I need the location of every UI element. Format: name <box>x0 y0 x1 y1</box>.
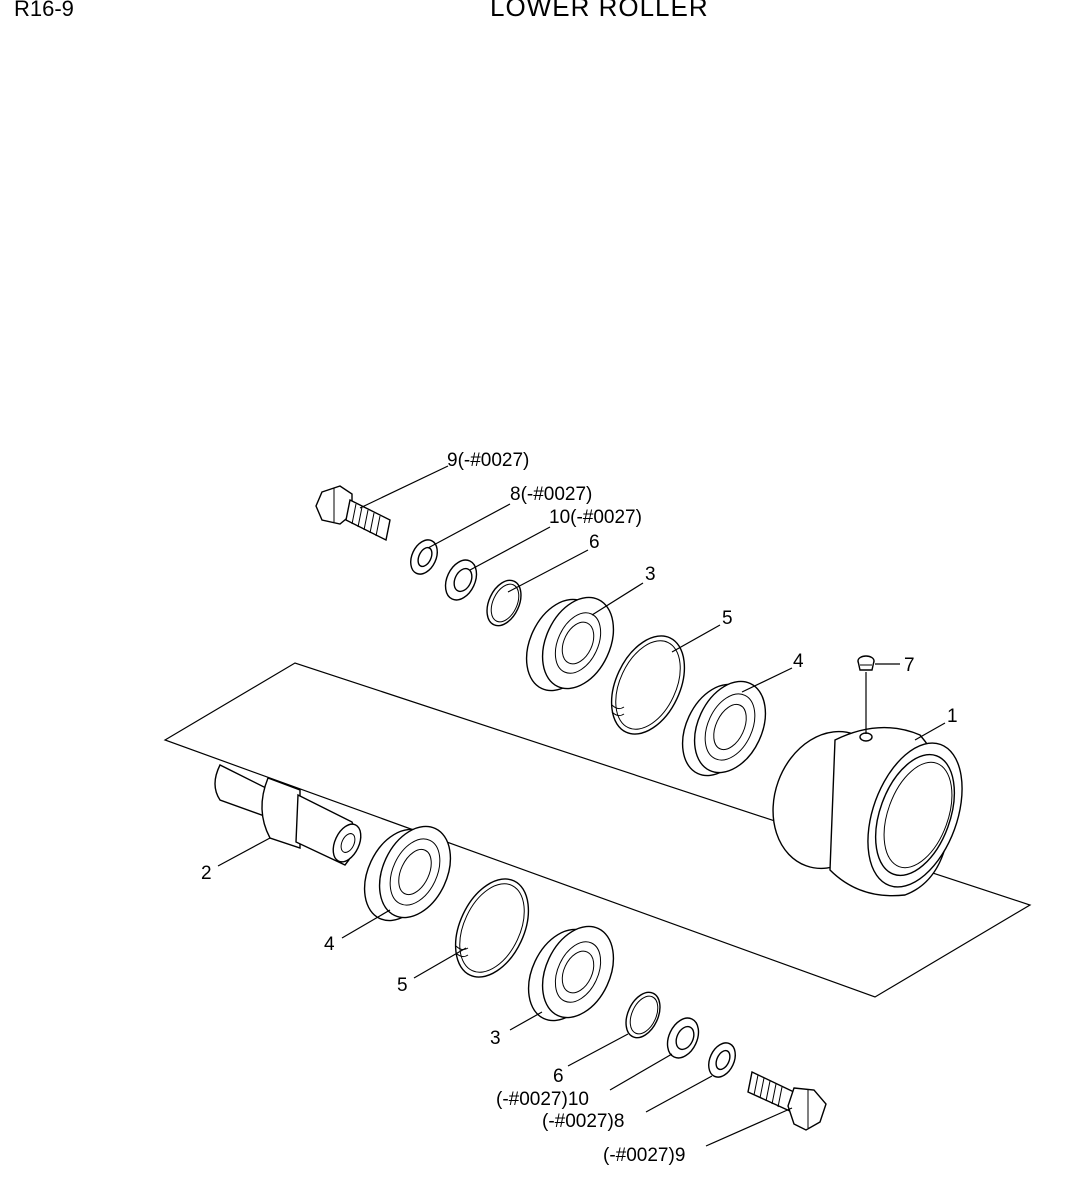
callout-10-bottom: (-#0027)10 <box>496 1089 589 1110</box>
callout-7: 7 <box>904 655 915 676</box>
lock-washer-icon[interactable] <box>704 1039 741 1082</box>
callout-3-top: 3 <box>645 564 656 585</box>
large-snap-ring-icon[interactable] <box>441 867 543 988</box>
callout-1: 1 <box>947 706 958 727</box>
callout-9-bottom: (-#0027)9 <box>603 1145 685 1166</box>
large-snap-ring-icon[interactable] <box>597 624 699 745</box>
snap-ring-icon[interactable] <box>480 575 527 631</box>
callout-10-top: 10(-#0027) <box>549 507 642 528</box>
roller-bearing-icon[interactable] <box>351 815 465 932</box>
bolt-icon[interactable] <box>747 1070 827 1131</box>
callout-5-bottom: 5 <box>397 975 408 996</box>
callout-5-top: 5 <box>722 608 733 629</box>
seal-bearing-icon[interactable] <box>515 915 628 1032</box>
flat-washer-icon[interactable] <box>661 1013 704 1063</box>
roller-bearing-icon[interactable] <box>669 670 780 787</box>
shaft-icon[interactable] <box>214 764 366 866</box>
bolt-icon[interactable] <box>315 485 391 542</box>
seal-bearing-icon[interactable] <box>513 586 628 702</box>
page-title: LOWER ROLLER <box>490 0 709 22</box>
callout-6-bottom: 6 <box>553 1066 564 1087</box>
assembly-boundary <box>163 662 1032 998</box>
callout-9-top: 9(-#0027) <box>447 450 529 471</box>
callout-3-bottom: 3 <box>490 1028 501 1049</box>
flat-washer-icon[interactable] <box>439 555 482 605</box>
roller-body-icon[interactable] <box>754 715 980 899</box>
callout-4-bottom: 4 <box>324 934 335 955</box>
model-code: R16-9 <box>14 0 74 21</box>
callout-2: 2 <box>201 863 212 884</box>
callout-6-top: 6 <box>589 532 600 553</box>
lock-washer-icon[interactable] <box>406 536 443 579</box>
callout-4-top: 4 <box>793 651 804 672</box>
snap-ring-icon[interactable] <box>619 987 666 1043</box>
callout-8-bottom: (-#0027)8 <box>542 1111 624 1132</box>
callout-8-top: 8(-#0027) <box>510 484 592 505</box>
plug-icon[interactable] <box>857 655 875 671</box>
